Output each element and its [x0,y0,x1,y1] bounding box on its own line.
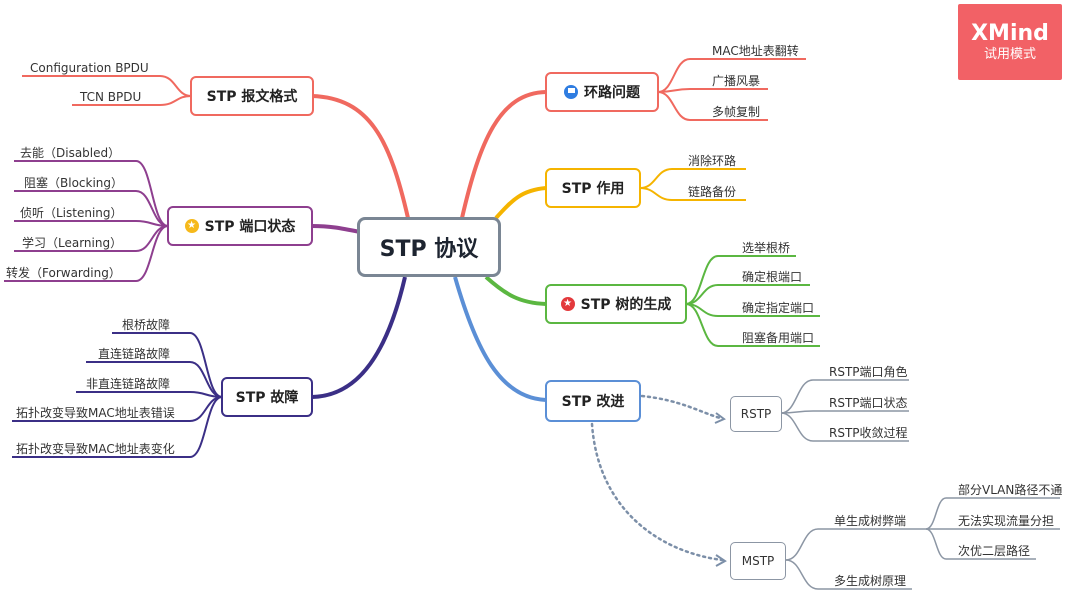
leaf-block-alternate-port[interactable]: 阻塞备用端口 [742,331,815,345]
topic-rstp[interactable]: RSTP [730,396,782,432]
leaf-vlan-path-blocked[interactable]: 部分VLAN路径不通 [958,483,1063,497]
center-topic[interactable]: STP 协议 [357,217,501,277]
topic-role[interactable]: STP 作用 [545,168,641,208]
leaf-rstp-convergence[interactable]: RSTP收敛过程 [829,426,908,440]
leaf-rstp-port-state[interactable]: RSTP端口状态 [829,396,908,410]
leaf-tcn-bpdu[interactable]: TCN BPDU [80,90,142,104]
leaf-fault-mac-error[interactable]: 拓扑改变导致MAC地址表错误 [16,406,175,420]
leaf-elect-root-bridge[interactable]: 选举根桥 [742,241,791,255]
topic-loop-problem-label: 环路问题 [584,85,640,101]
topic-improvement-label: STP 改进 [561,394,625,410]
leaf-no-load-sharing[interactable]: 无法实现流量分担 [958,514,1055,528]
dotted-link-mstp [590,422,724,562]
flag-icon [564,85,578,99]
branch-improve [453,276,547,402]
leaf-root-port[interactable]: 确定根端口 [742,270,803,284]
leaf-port-disabled[interactable]: 去能（Disabled） [20,146,121,160]
star-icon: ★ [560,297,575,311]
topic-tree-generation[interactable]: ★ STP 树的生成 [545,284,687,324]
branch-faults [311,276,407,399]
leaf-designated-port[interactable]: 确定指定端口 [742,301,815,315]
branch-ports [311,224,361,234]
leaf-fault-direct-link[interactable]: 直连链路故障 [98,347,171,361]
branch-tree [484,275,547,306]
leaf-port-blocking[interactable]: 阻塞（Blocking） [24,176,124,190]
leaf-rstp-port-role[interactable]: RSTP端口角色 [829,365,908,379]
badge-mode: 试用模式 [983,47,1036,62]
topic-mstp[interactable]: MSTP [730,542,786,580]
xmind-trial-badge: XMind 试用模式 [958,4,1062,80]
topic-rstp-label: RSTP [740,407,772,421]
star-icon: ★ [184,219,199,233]
leaf-configuration-bpdu[interactable]: Configuration BPDU [30,61,149,75]
leaf-broadcast-storm[interactable]: 广播风暴 [712,74,761,88]
branch-role [494,186,547,220]
branch-packet [311,94,410,219]
topic-tree-generation-label: STP 树的生成 [580,297,672,313]
leaf-port-listening[interactable]: 侦听（Listening） [20,206,123,220]
leaf-suboptimal-path[interactable]: 次优二层路径 [958,544,1031,558]
topic-port-states-label: STP 端口状态 [204,219,296,235]
topic-packet-format[interactable]: STP 报文格式 [190,76,314,116]
leaf-mac-flapping[interactable]: MAC地址表翻转 [712,44,799,58]
center-topic-label: STP 协议 [379,237,479,262]
leaf-single-tree-drawbacks[interactable]: 单生成树弊端 [834,514,907,528]
leaf-eliminate-loops[interactable]: 消除环路 [688,154,737,168]
leaf-frame-duplication[interactable]: 多帧复制 [712,105,761,119]
leaf-fault-mac-change[interactable]: 拓扑改变导致MAC地址表变化 [16,442,175,456]
topic-faults-label: STP 故障 [235,390,299,406]
leaf-port-forwarding[interactable]: 转发（Forwarding） [6,266,121,280]
badge-brand: XMind [971,21,1049,46]
topic-port-states[interactable]: ★ STP 端口状态 [167,206,313,246]
leaf-multi-tree-principle[interactable]: 多生成树原理 [834,574,907,588]
leaf-link-backup[interactable]: 链路备份 [688,185,737,199]
topic-improvement[interactable]: STP 改进 [545,380,641,422]
leaf-fault-root-bridge[interactable]: 根桥故障 [122,318,171,332]
branch-loop [460,90,547,219]
topic-faults[interactable]: STP 故障 [221,377,313,417]
topic-packet-format-label: STP 报文格式 [206,89,298,105]
topic-role-label: STP 作用 [561,181,625,197]
topic-loop-problem[interactable]: 环路问题 [545,72,659,112]
leaf-port-learning[interactable]: 学习（Learning） [22,236,123,250]
topic-mstp-label: MSTP [741,554,775,568]
leaf-fault-indirect-link[interactable]: 非直连链路故障 [86,377,171,391]
dotted-link-rstp [640,394,722,420]
